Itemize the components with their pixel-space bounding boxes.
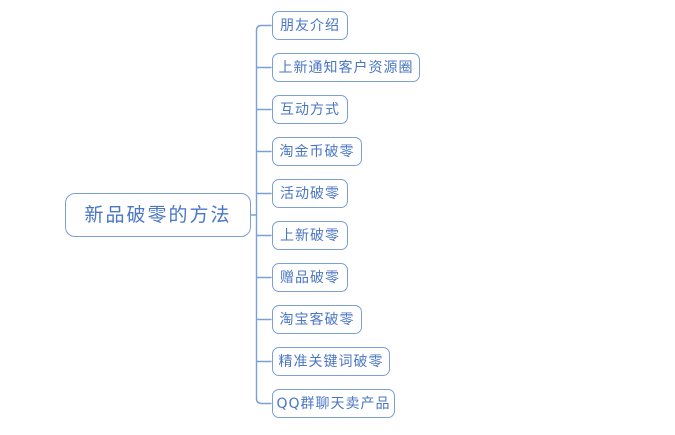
root-node[interactable]: 新品破零的方法 — [65, 193, 251, 237]
child-node-9[interactable]: 精准关键词破零 — [272, 347, 390, 376]
child-node-label-8: 淘宝客破零 — [279, 311, 355, 328]
child-node-1[interactable]: 朋友介绍 — [272, 11, 348, 40]
child-node-8[interactable]: 淘宝客破零 — [272, 305, 362, 334]
child-node-7[interactable]: 赠品破零 — [272, 263, 348, 292]
connector-line — [255, 24, 272, 32]
child-node-10[interactable]: QQ群聊天卖产品 — [272, 389, 395, 418]
child-node-label-4: 淘金币破零 — [279, 143, 355, 160]
child-node-label-9: 精准关键词破零 — [278, 353, 384, 370]
child-node-label-6: 上新破零 — [280, 227, 340, 244]
child-node-3[interactable]: 互动方式 — [272, 95, 348, 124]
child-node-4[interactable]: 淘金币破零 — [272, 137, 362, 166]
child-node-label-10: QQ群聊天卖产品 — [276, 395, 391, 412]
child-node-5[interactable]: 活动破零 — [272, 179, 348, 208]
child-node-label-1: 朋友介绍 — [280, 17, 340, 34]
child-node-label-3: 互动方式 — [280, 101, 340, 118]
root-node-label: 新品破零的方法 — [84, 203, 232, 226]
child-node-2[interactable]: 上新通知客户资源圈 — [272, 53, 420, 82]
child-node-label-5: 活动破零 — [280, 185, 340, 202]
child-node-label-2: 上新通知客户资源圈 — [278, 59, 414, 76]
child-node-6[interactable]: 上新破零 — [272, 221, 348, 250]
child-node-label-7: 赠品破零 — [280, 269, 340, 286]
connector-line — [255, 397, 272, 405]
